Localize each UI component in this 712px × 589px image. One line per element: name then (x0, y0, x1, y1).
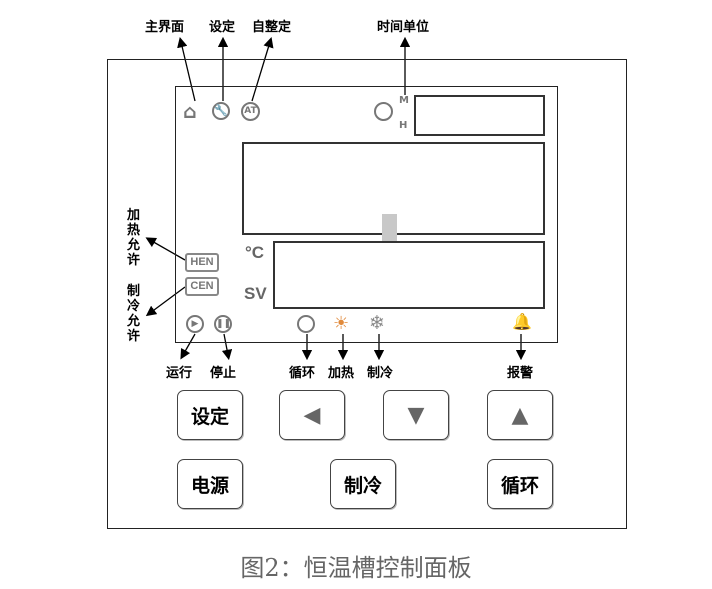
clock-icon (374, 102, 393, 121)
label-heat-enable: 加热允许 (127, 208, 141, 268)
label-time-unit: 时间单位 (377, 20, 430, 35)
sv-display (273, 241, 545, 309)
home-icon: ⌂ (183, 101, 197, 123)
figure-caption: 图2：恒温槽控制面板 (240, 554, 472, 582)
label-cool: 制冷 (367, 366, 394, 381)
heat-sun-icon: ☀ (333, 313, 350, 334)
label-heat: 加热 (328, 366, 355, 381)
power-button[interactable]: 电源 (177, 459, 243, 509)
sv-indicator: SV (244, 284, 267, 303)
circulate-button[interactable]: 循环 (487, 459, 553, 509)
up-button[interactable]: ▲ (487, 390, 553, 440)
label-settings: 设定 (209, 20, 236, 35)
label-home: 主界面 (145, 20, 185, 35)
label-cool-enable: 制冷允许 (127, 284, 141, 344)
left-button[interactable]: ◀ (279, 390, 345, 440)
pause-icon: ❚❚ (214, 315, 232, 333)
time-display (414, 95, 545, 136)
minutes-indicator: M (399, 95, 409, 106)
label-autotune: 自整定 (252, 20, 292, 35)
decimal-segment (382, 214, 397, 242)
cool-enable-indicator: CEN (185, 277, 219, 296)
circulate-icon (297, 315, 315, 333)
heat-enable-indicator: HEN (185, 253, 219, 272)
display-screen (175, 86, 558, 343)
snowflake-icon: ❄ (369, 312, 385, 334)
play-icon: ▶ (186, 315, 204, 333)
wrench-icon: 🔧 (212, 102, 230, 120)
outer-panel (107, 59, 627, 529)
label-alarm: 报警 (507, 366, 534, 381)
set-button[interactable]: 设定 (177, 390, 243, 440)
down-button[interactable]: ▼ (383, 390, 449, 440)
label-run: 运行 (166, 366, 193, 381)
celsius-indicator: °C (245, 243, 265, 262)
autotune-icon: AT (241, 102, 260, 121)
bell-icon: 🔔 (512, 312, 532, 331)
label-stop: 停止 (210, 366, 237, 381)
cool-button[interactable]: 制冷 (330, 459, 396, 509)
hours-indicator: H (399, 120, 408, 131)
label-circulate: 循环 (289, 366, 316, 381)
